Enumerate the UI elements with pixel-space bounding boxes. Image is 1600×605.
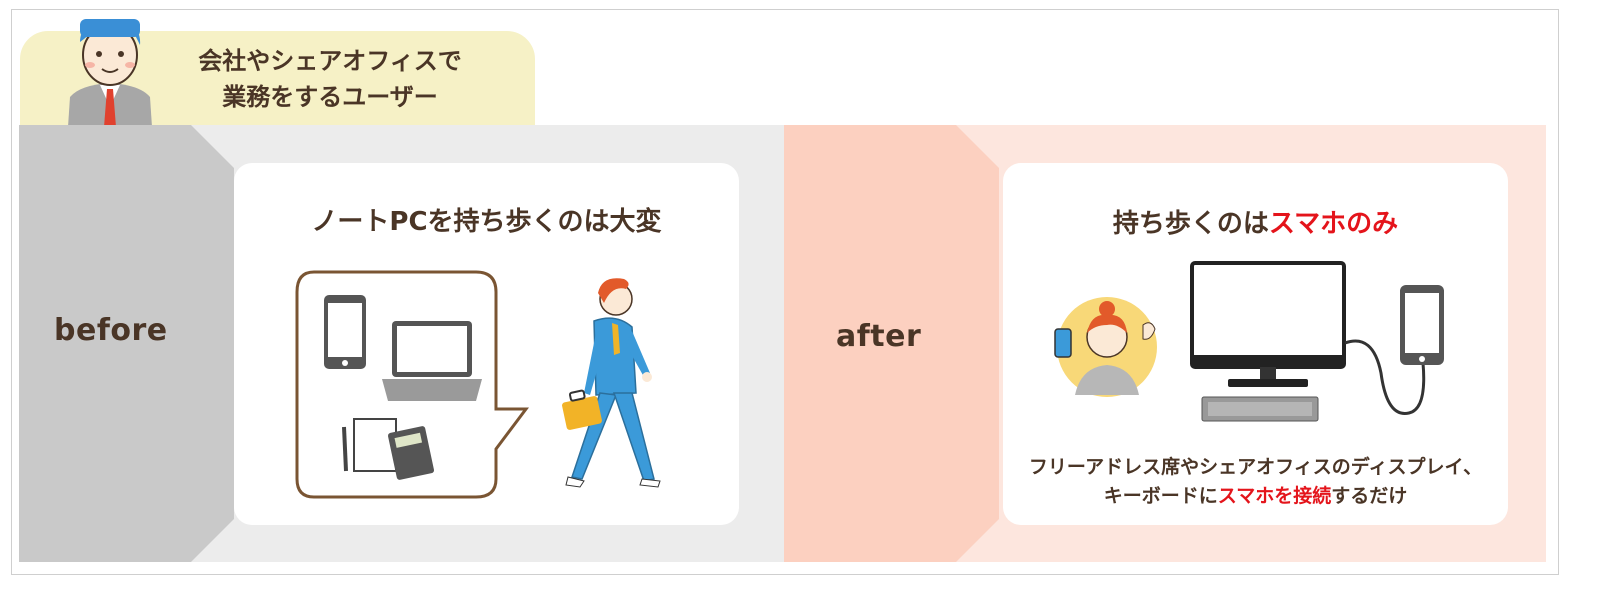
cable-icon xyxy=(1344,339,1426,415)
desc-line-2-c: するだけ xyxy=(1331,485,1408,507)
after-label: after xyxy=(836,319,922,354)
after-card: 持ち歩くのはスマホのみ xyxy=(1003,163,1508,525)
after-title: 持ち歩くのはスマホのみ xyxy=(1003,203,1508,240)
walking-businessman-icon xyxy=(562,278,661,488)
keyboard-icon xyxy=(1201,396,1319,422)
after-title-highlight: スマホのみ xyxy=(1268,209,1399,239)
desc-line-2: キーボードにスマホを接続するだけ xyxy=(1003,482,1508,511)
user-description: 会社やシェアオフィスで 業務をするユーザー xyxy=(180,43,480,115)
laptop-icon xyxy=(382,321,482,401)
briefcase-icon xyxy=(562,389,602,430)
before-label: before xyxy=(54,313,168,348)
after-chevron xyxy=(784,125,999,562)
smartphone-right-icon xyxy=(1400,285,1444,365)
desc-line-2-highlight: スマホを接続 xyxy=(1217,485,1332,507)
desc-line-1: フリーアドレス席やシェアオフィスのディスプレイ、 xyxy=(1028,456,1483,478)
smartphone-icon xyxy=(324,295,366,369)
before-card: ノートPCを持ち歩くのは大変 xyxy=(234,163,739,525)
user-line-1: 会社やシェアオフィスで xyxy=(198,47,462,75)
user-tab: 会社やシェアオフィスで 業務をするユーザー xyxy=(20,19,535,127)
calculator-icon xyxy=(387,426,435,480)
after-panel: after 持ち歩くのはスマホのみ xyxy=(784,125,1546,562)
before-chevron xyxy=(19,125,234,562)
businessman-avatar-icon xyxy=(68,19,152,127)
user-line-2: 業務をするユーザー xyxy=(222,83,438,111)
monitor-icon xyxy=(1190,261,1346,422)
desc-line-2-a: キーボードに xyxy=(1103,485,1218,507)
after-title-plain: 持ち歩くのは xyxy=(1112,209,1269,239)
before-panel: before ノートPCを持ち歩くのは大変 xyxy=(19,125,784,562)
devices-bubble xyxy=(295,270,529,499)
woman-with-smartphone-icon xyxy=(1054,297,1157,397)
before-title: ノートPCを持ち歩くのは大変 xyxy=(311,207,662,237)
after-description: フリーアドレス席やシェアオフィスのディスプレイ、 キーボードにスマホを接続するだ… xyxy=(1003,453,1508,511)
